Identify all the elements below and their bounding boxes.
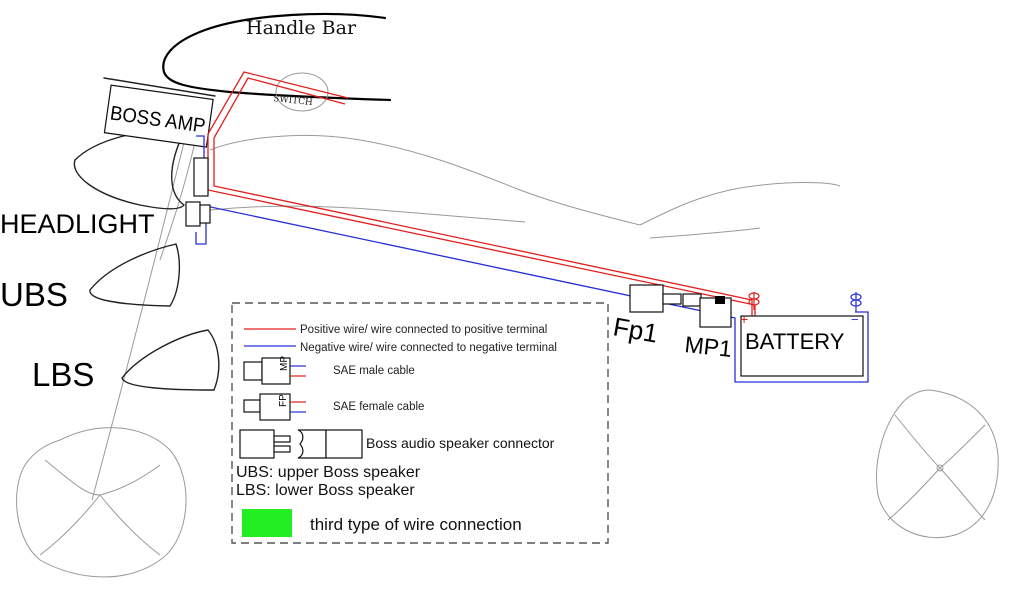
legend: Positive wire/ wire connected to positiv…: [231, 302, 609, 544]
mp1-label: MP1: [683, 331, 733, 362]
fp1-connector: [629, 284, 682, 313]
boss-amp: BOSS AMP: [103, 84, 214, 148]
handle-bar-sketch: [162, 12, 392, 102]
amp-top-line: [103, 77, 216, 97]
switch-circle: [275, 72, 329, 112]
battery-label: BATTERY: [745, 329, 845, 354]
negative-wire: [195, 205, 869, 383]
legend-mp-tag: MP: [279, 356, 290, 371]
fp1-label: Fp1: [611, 311, 660, 348]
plus-sign: +: [740, 311, 748, 327]
legend-lbs-definition: LBS: lower Boss speaker: [236, 482, 415, 499]
headlight-sketch: [73, 129, 186, 210]
minus-sign: −: [851, 312, 859, 327]
front-wheel-spokes: [39, 459, 161, 556]
positive-wire-outer: [207, 71, 756, 306]
ubs-label: UBS: [0, 276, 68, 313]
battery-positive-terminal: [748, 292, 760, 310]
amp-connector-upper: [193, 157, 209, 197]
legend-positive-text: Positive wire/ wire connected to positiv…: [300, 324, 547, 336]
lbs-label: LBS: [32, 356, 94, 393]
legend-third-type-text: third type of wire connection: [310, 515, 522, 534]
rear-wheel-hub: [936, 464, 944, 472]
legend-sae-female-text: SAE female cable: [333, 401, 424, 413]
ubs-speaker-sketch: [89, 243, 181, 307]
bike-tank-sketch: [209, 205, 526, 223]
legend-sae-male-text: SAE male cable: [333, 365, 415, 377]
bike-tail-sketch: [649, 227, 761, 239]
negative-wire-amp: [196, 135, 205, 160]
amp-connector-lower-plug: [199, 204, 211, 224]
mp1-latch: [715, 296, 725, 304]
lbs-speaker-sketch: [121, 329, 220, 391]
legend-boss-connector-text: Boss audio speaker connector: [366, 435, 555, 451]
positive-wire-inner: [213, 77, 753, 301]
amp-connector-lower: [185, 201, 201, 227]
handle-bar-label: Handle Bar: [246, 17, 357, 39]
battery-negative-terminal: [850, 292, 862, 312]
rear-wheel-spokes: [887, 414, 986, 521]
legend-sae-female-icon: FP: [243, 393, 306, 421]
mp1-pins: [682, 293, 702, 307]
legend-fp-tag: FP: [278, 394, 289, 407]
legend-boss-connector-icon: [239, 429, 363, 459]
front-wheel-sketch: [16, 427, 187, 578]
boss-amp-box: [103, 84, 214, 148]
headlight-label: HEADLIGHT: [0, 209, 155, 239]
fp1-pins: [662, 293, 682, 305]
legend-sae-male-icon: MP: [243, 356, 306, 385]
switch-label: SWITCH: [273, 94, 314, 108]
fp1-body: [629, 284, 664, 313]
legend-third-type-swatch: [242, 509, 292, 537]
rear-wheel-sketch: [876, 389, 999, 539]
fork-line: [91, 109, 193, 501]
legend-frame: [231, 302, 609, 544]
battery-box: [740, 315, 864, 377]
bike-body-sketch: [209, 134, 841, 226]
legend-negative-text: Negative wire/ wire connected to negativ…: [300, 342, 557, 354]
legend-ubs-definition: UBS: upper Boss speaker: [236, 464, 421, 481]
mp1-connector: [682, 293, 732, 328]
